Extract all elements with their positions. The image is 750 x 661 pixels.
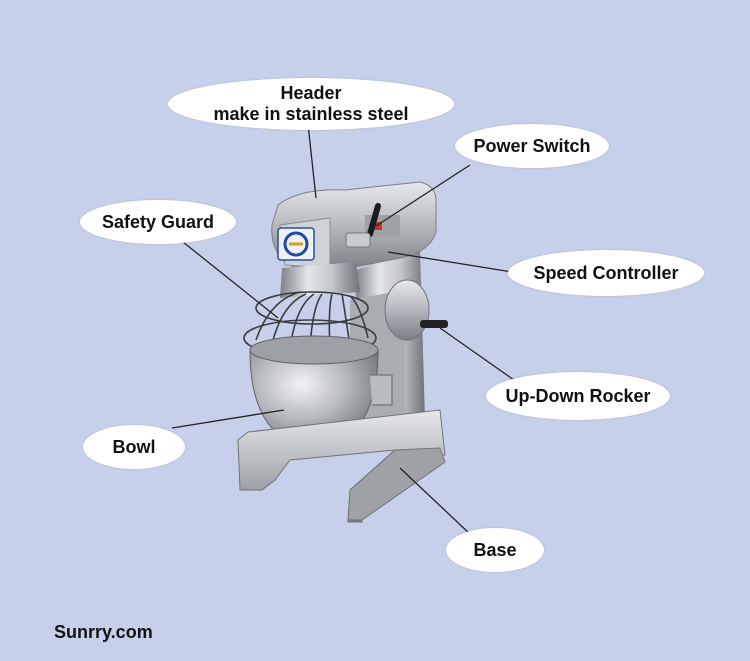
callout-power-switch-label: Power Switch <box>473 135 591 156</box>
callout-bowl: Bowl <box>83 425 185 469</box>
leader-header <box>307 123 317 199</box>
rocker-wheel <box>384 279 448 341</box>
callout-up-down-rocker: Up-Down Rocker <box>486 372 670 420</box>
leader-base <box>399 467 471 535</box>
callout-safety-guard: Safety Guard <box>80 200 236 244</box>
site-watermark: Sunrry.com <box>54 622 153 642</box>
leader-safety-guard <box>177 237 279 319</box>
power-switch-lever <box>345 203 381 248</box>
callout-header-subtitle: make in stainless steel <box>213 104 409 124</box>
callout-base: Base <box>446 528 544 572</box>
leader-lines <box>171 123 515 535</box>
callout-power-switch: Power Switch <box>455 124 609 168</box>
mixer-base <box>237 409 446 523</box>
leader-up-down-rocker <box>439 327 515 381</box>
callout-safety-guard-label: Safety Guard <box>101 211 215 232</box>
callout-speed-controller: Speed Controller <box>508 250 704 296</box>
leader-bowl <box>171 409 285 429</box>
mixer-neck <box>280 262 360 298</box>
brand-logo-icon <box>277 227 315 261</box>
callout-header: Header make in stainless steel <box>168 78 454 130</box>
callout-base-label: Base <box>473 539 517 560</box>
leader-speed-controller <box>387 251 513 273</box>
callout-bowl-label: Bowl <box>112 436 156 457</box>
callout-header-title: Header <box>280 83 342 103</box>
callout-speed-controller-label: Speed Controller <box>533 262 679 283</box>
leader-power-switch <box>375 164 471 227</box>
callout-up-down-rocker-label: Up-Down Rocker <box>505 385 651 406</box>
